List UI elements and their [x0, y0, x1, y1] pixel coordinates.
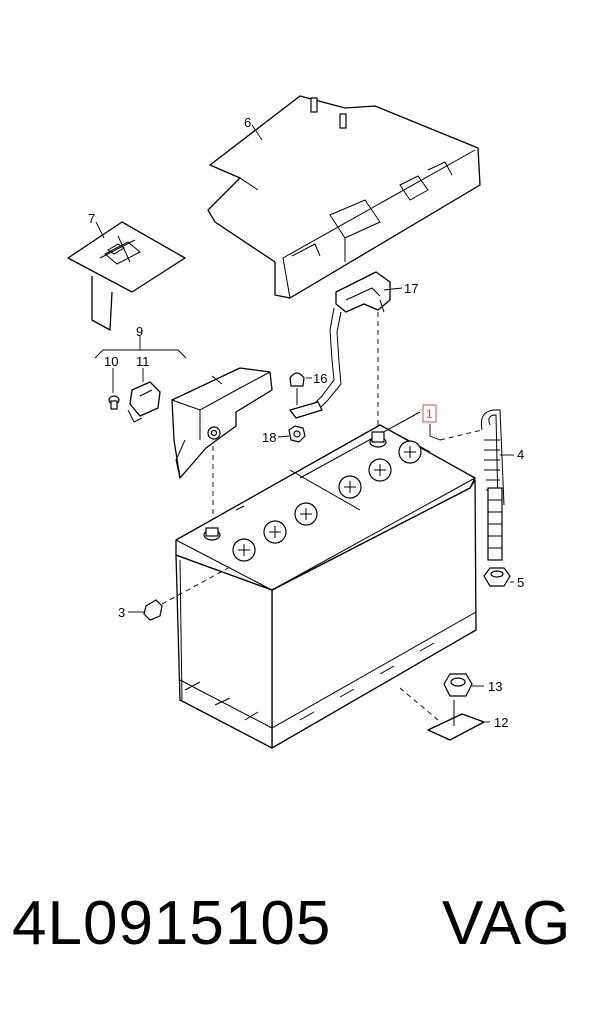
clamp-part-12: [399, 687, 485, 741]
fuse-box-holder: [171, 367, 273, 479]
label-1-box: [422, 404, 437, 423]
label-part-4: 4: [517, 447, 524, 462]
label-part-3: 3: [118, 605, 125, 620]
terminal-plate-part-7: [67, 221, 186, 331]
label-part-18: 18: [262, 430, 276, 445]
battery-part-1: [175, 411, 477, 749]
sensor-part-11: [127, 368, 161, 423]
battery-exploded-diagram: 1 6 7 9 10 11 16 17 18 4 5 3 13 12: [67, 95, 524, 749]
bolt-part-10: [108, 368, 120, 410]
leader-lines: [95, 124, 514, 723]
label-part-17: 17: [404, 281, 418, 296]
label-part-5: 5: [517, 575, 524, 590]
battery-cover-part-6: [207, 95, 481, 299]
nut-part-18: [288, 425, 306, 443]
vent-hose-part-4: [439, 409, 505, 561]
label-part-6: 6: [244, 115, 251, 130]
label-part-13: 13: [488, 679, 502, 694]
plug-part-3: [143, 565, 233, 621]
label-part-11: 11: [136, 354, 150, 369]
label-part-12: 12: [494, 715, 508, 730]
label-part-16: 16: [313, 371, 327, 386]
nut-part-5: [483, 567, 511, 587]
label-part-10: 10: [104, 354, 118, 369]
label-part-7: 7: [88, 211, 95, 226]
part-number: 4L0915105: [12, 889, 332, 958]
label-part-1: 1: [426, 407, 433, 421]
label-part-9: 9: [136, 324, 143, 339]
brand-name: VAG: [442, 889, 572, 958]
battery-cable-part-17: [289, 271, 391, 419]
nut-part-13: [443, 673, 473, 697]
nut-part-16: [289, 372, 305, 405]
bracket-group-part-9: [94, 336, 187, 359]
